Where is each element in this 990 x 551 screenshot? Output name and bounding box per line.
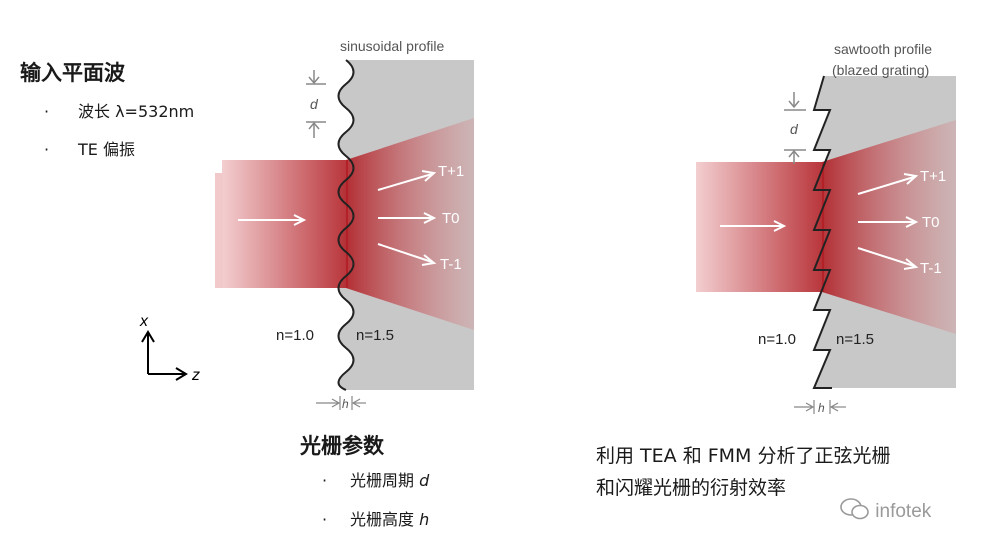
bullet-dot: · xyxy=(322,471,328,490)
watermark: infotek xyxy=(840,497,931,523)
period-arrow-bottom-head xyxy=(788,149,800,158)
beam-edge xyxy=(215,173,223,288)
order-arrow-zero-head xyxy=(905,216,919,228)
conclusion-line1: 利用 TEA 和 FMM 分析了正弦光栅 xyxy=(596,445,891,467)
sawtooth-profile xyxy=(812,75,832,389)
conclusion-line2: 和闪耀光栅的衍射效率 xyxy=(596,477,787,499)
order-arrow-minus1-head xyxy=(903,258,919,270)
conclusion-text: 利用 TEA 和 FMM 分析了正弦光栅 和闪耀光栅的衍射效率 xyxy=(596,440,890,504)
height-label: h xyxy=(818,401,825,415)
x-axis-arrow xyxy=(141,330,155,343)
sinusoidal-profile xyxy=(337,59,355,391)
period-label: d xyxy=(310,96,319,112)
order-arrow-plus1-head xyxy=(903,173,919,185)
height-arrow-left-head xyxy=(331,398,341,408)
order-label-zero: T0 xyxy=(922,214,940,231)
order-arrow-minus1 xyxy=(377,243,433,263)
index-right: n=1.5 xyxy=(356,327,394,344)
height-arrow-right-head xyxy=(829,402,839,412)
height-arrow-right-head xyxy=(351,398,361,408)
height-label: h xyxy=(342,397,349,411)
transmitted-beam xyxy=(346,118,474,330)
order-label-plus1: T+1 xyxy=(438,163,464,180)
period-arrow-top-head xyxy=(788,100,800,109)
order-label-zero: T0 xyxy=(442,210,460,227)
sinusoidal-profile-label: sinusoidal profile xyxy=(340,38,445,54)
index-right: n=1.5 xyxy=(836,331,874,348)
incident-arrow-head xyxy=(773,220,787,232)
input-title: 输入平面波 xyxy=(20,61,125,85)
incident-arrow-head xyxy=(293,214,307,226)
z-axis-label: z xyxy=(191,367,200,384)
order-label-minus1: T-1 xyxy=(920,260,942,277)
blazed-grating-label: (blazed grating) xyxy=(832,62,930,78)
bullet-height: · 光栅高度 h xyxy=(322,506,429,530)
order-label-plus1: T+1 xyxy=(920,168,946,185)
order-arrow-plus1 xyxy=(377,173,433,191)
bullet-symbol: h xyxy=(419,510,430,529)
order-label-minus1: T-1 xyxy=(440,256,462,273)
period-arrow-top-head xyxy=(308,76,320,85)
order-arrow-minus1 xyxy=(857,247,915,267)
index-left: n=1.0 xyxy=(758,331,796,348)
bullet-polarization: · TE 偏振 xyxy=(44,136,135,160)
bullet-period: · 光栅周期 d xyxy=(322,467,429,491)
bullet-dot: · xyxy=(44,102,50,121)
watermark-text: infotek xyxy=(875,501,932,522)
transmitted-beam xyxy=(822,120,956,334)
sawtooth-grating-figure: T+1 T0 T-1 n=1.0 n=1.5 d h xyxy=(696,75,956,415)
bullet-text: 波长 λ=532nm xyxy=(78,102,195,121)
order-arrow-plus1 xyxy=(857,176,915,195)
period-label: d xyxy=(790,121,799,137)
bullet-text: 光栅高度 xyxy=(350,510,420,529)
bullet-dot: · xyxy=(322,510,328,529)
grating-params-title: 光栅参数 xyxy=(300,434,384,458)
bullet-text: 光栅周期 xyxy=(350,471,420,490)
z-axis-arrow xyxy=(175,367,188,381)
order-arrow-zero-head xyxy=(423,212,437,224)
incident-beam xyxy=(222,160,348,288)
period-arrow-bottom-head xyxy=(308,121,320,130)
wechat-icon xyxy=(840,498,869,520)
order-arrow-minus1-head xyxy=(421,254,437,266)
index-left: n=1.0 xyxy=(276,327,314,344)
bullet-text: TE 偏振 xyxy=(78,140,135,159)
bullet-wavelength: · 波长 λ=532nm xyxy=(44,98,194,122)
axes-diagram: x z xyxy=(139,313,200,384)
x-axis-label: x xyxy=(139,313,149,330)
sawtooth-profile-label: sawtooth profile xyxy=(834,41,933,57)
bullet-symbol: d xyxy=(419,471,430,490)
height-arrow-left-head xyxy=(805,402,815,412)
bullet-dot: · xyxy=(44,140,50,159)
sinusoidal-grating-figure: T+1 T0 T-1 n=1.0 n=1.5 d h xyxy=(215,59,474,411)
order-arrow-plus1-head xyxy=(421,170,437,182)
